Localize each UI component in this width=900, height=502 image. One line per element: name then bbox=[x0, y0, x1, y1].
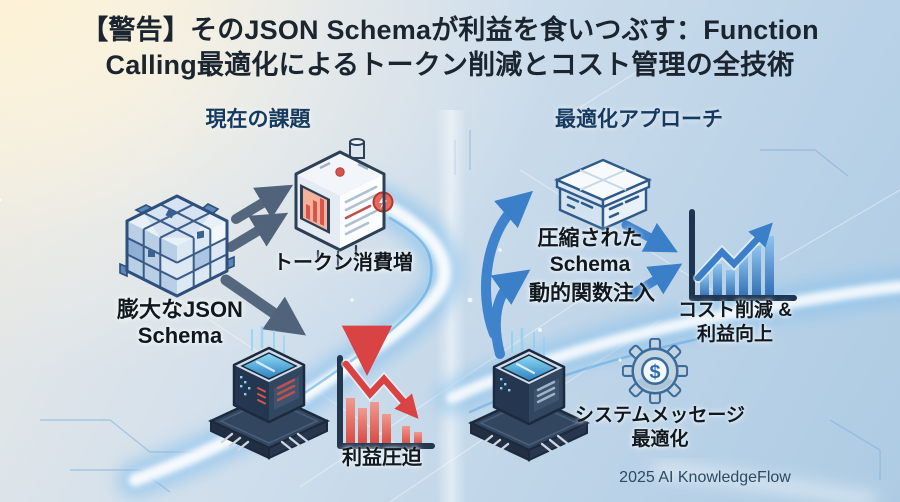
chip-icon-right bbox=[462, 328, 597, 463]
arrow-injection-to-chart bbox=[628, 263, 683, 299]
arrow-chip-to-injection bbox=[490, 269, 531, 359]
gear-dollar-icon: $ bbox=[622, 338, 688, 404]
arrows-cube-to-server bbox=[226, 184, 294, 252]
rising-bar-chart-icon bbox=[682, 208, 802, 308]
label-token-consumption: トークン消費増 bbox=[273, 252, 413, 274]
chip-icon-left bbox=[202, 326, 337, 461]
section-heading-optimization: 最適化アプローチ bbox=[555, 108, 723, 131]
label-profit-squeeze: 利益圧迫 bbox=[342, 447, 422, 469]
label-system-message: システムメッセージ 最適化 bbox=[574, 405, 746, 450]
arrow-cube-to-chip bbox=[220, 274, 307, 336]
label-json-schema: 膨大なJSON Schema bbox=[117, 297, 243, 348]
brand-credit: 2025 AI KnowledgeFlow bbox=[619, 469, 791, 486]
server-cube-icon bbox=[280, 138, 400, 273]
arrow-schema-to-chart bbox=[621, 220, 678, 253]
section-heading-current-issues: 現在の課題 bbox=[205, 108, 311, 131]
dollar-symbol: $ bbox=[649, 361, 660, 383]
main-title-line1: 【警告】そのJSON Schemaが利益を食いつぶす：Function bbox=[81, 15, 819, 45]
arrow-chip-to-box bbox=[481, 190, 534, 339]
compressed-box-icon bbox=[548, 157, 658, 237]
label-compressed-schema: 圧縮された Schema bbox=[537, 227, 643, 276]
main-title: 【警告】そのJSON Schemaが利益を食いつぶす：Function Call… bbox=[0, 13, 900, 83]
label-dynamic-injection: 動的関数注入 bbox=[529, 282, 655, 305]
voxel-cube-icon bbox=[112, 190, 242, 310]
declining-bar-chart-icon bbox=[330, 352, 460, 462]
label-cost-reduction: コスト削減 & 利益向上 bbox=[677, 300, 793, 345]
main-title-line2: Calling最適化によるトークン削減とコスト管理の全技術 bbox=[105, 50, 795, 80]
